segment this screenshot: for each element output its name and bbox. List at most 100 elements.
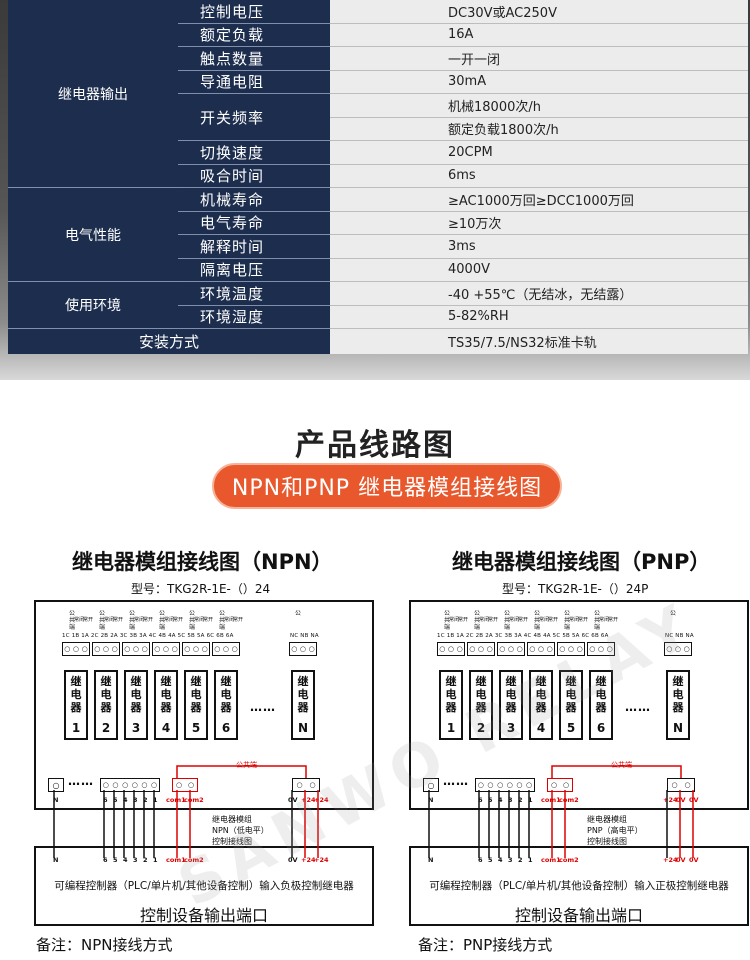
npn-slot-common-label3-0: 端 xyxy=(68,624,75,631)
npn-module-name-line-0: 继电器模组 xyxy=(212,815,252,824)
npn-com-block: ○○ xyxy=(172,778,198,792)
npn-ctl-input-label-0: 6 xyxy=(103,856,108,864)
pnp-ctl-n-label: N xyxy=(428,856,434,864)
npn-power-label-2: +24 xyxy=(314,796,329,804)
spec-param-0: 控制电压 xyxy=(178,0,330,24)
npn-wire-common-loop xyxy=(176,765,307,778)
terminal-screw-icon: ○ xyxy=(550,781,558,789)
pnp-input-label-3: 3 xyxy=(508,796,513,804)
pnp-relay-num-5: 6 xyxy=(596,721,606,735)
terminal-screw-icon: ○ xyxy=(499,645,506,653)
npn-controller-title: 控制设备输出端口 xyxy=(139,906,268,925)
pnp-ctl-power-label-0: +24 xyxy=(663,856,678,864)
pnp-relay-text-5: 继 电 器 xyxy=(595,675,607,714)
npn-input-label-5: 1 xyxy=(153,796,158,804)
npn-n-common-label: 公 xyxy=(294,610,301,617)
pnp-relay-text-3: 继 电 器 xyxy=(535,675,547,714)
terminal-screw-icon: ○ xyxy=(683,645,690,653)
npn-relay-text-0: 继 电 器 xyxy=(70,675,82,714)
npn-ctl-n-label: N xyxy=(53,856,59,864)
pnp-slot-common-label2-2: 共 xyxy=(503,617,510,624)
npn-input-label-1: 5 xyxy=(113,796,118,804)
pnp-slot-nc-label-5: 常闭 xyxy=(599,617,610,623)
pnp-terminal-block-4: ○○○ xyxy=(557,642,585,656)
spec-section: 控制电压额定负载触点数量导通电阻开关频率切换速度吸合时间机械寿命电气寿命解释时间… xyxy=(0,0,750,380)
spec-value-6: 20CPM xyxy=(330,141,748,165)
npn-power-block: ○○ xyxy=(292,778,320,792)
terminal-screw-icon: ○ xyxy=(597,645,605,653)
npn-input-label-0: 6 xyxy=(103,796,108,804)
spec-param-13: 环境湿度 xyxy=(178,305,330,329)
pnp-wires xyxy=(428,765,694,858)
terminal-screw-icon: ○ xyxy=(516,781,523,789)
terminal-screw-icon: ○ xyxy=(184,645,191,653)
terminal-screw-icon: ○ xyxy=(516,645,523,653)
npn-ctl-power-label-0: 0V xyxy=(288,856,298,864)
terminal-screw-icon: ○ xyxy=(684,781,691,789)
npn-slot-common-label3-4: 端 xyxy=(188,624,195,631)
npn-slot-common-label-4: 公 xyxy=(188,610,195,617)
terminal-screw-icon: ○ xyxy=(559,645,566,653)
terminal-screw-icon: ○ xyxy=(507,645,515,653)
terminal-screw-icon: ○ xyxy=(175,781,183,789)
terminal-screw-icon: ○ xyxy=(674,645,682,653)
npn-com1-label: com1 xyxy=(166,796,186,804)
npn-wires xyxy=(53,765,319,858)
spec-category-2: 使用环境 xyxy=(8,282,178,329)
npn-slot-common-label2-4: 共 xyxy=(188,617,195,624)
npn-relay-num-1: 2 xyxy=(101,721,111,735)
terminal-screw-icon: ○ xyxy=(456,645,463,653)
terminal-screw-icon: ○ xyxy=(154,645,161,653)
npn-terminal-block-4: ○○○ xyxy=(182,642,210,656)
npn-ctl-power-label-2: +24 xyxy=(314,856,329,864)
terminal-screw-icon: ○ xyxy=(506,781,513,789)
pnp-ctl-input-label-3: 3 xyxy=(508,856,513,864)
terminal-screw-icon: ○ xyxy=(64,645,71,653)
spec-mount-label: 安装方式 xyxy=(8,329,330,354)
pnp-slot-no-label-0: 常开 xyxy=(458,617,469,623)
pnp-model-label: 型号：TKG2R-1E-（）24P xyxy=(502,582,649,596)
npn-slot-common-label-5: 公 xyxy=(218,610,225,617)
npn-com2-label: com2 xyxy=(184,796,204,804)
terminal-screw-icon: ○ xyxy=(102,645,110,653)
npn-module-name-line-2: 控制接线图 xyxy=(212,837,252,846)
pnp-slot-nc-label-4: 常闭 xyxy=(569,617,580,623)
pnp-slot-no-label-3: 常开 xyxy=(548,617,559,623)
npn-relay-text-2: 继 电 器 xyxy=(130,675,142,714)
npn-ctl-input-label-3: 3 xyxy=(133,856,138,864)
npn-ctl-com2-label: com2 xyxy=(184,856,204,864)
pnp-input-label-0: 6 xyxy=(478,796,483,804)
pnp-ctl-com2-label: com2 xyxy=(559,856,579,864)
terminal-screw-icon: ○ xyxy=(102,781,109,789)
pnp-slot-common-label3-1: 端 xyxy=(473,624,480,631)
npn-relay-text-3: 继 电 器 xyxy=(160,675,172,714)
npn-slot-nc-label-2: 常闭 xyxy=(134,617,145,623)
pnp-com-block: ○○ xyxy=(547,778,573,792)
pnp-ctl-power-label-1: 0V xyxy=(676,856,686,864)
npn-slot-common-label-1: 公 xyxy=(98,610,105,617)
terminal-screw-icon: ○ xyxy=(214,645,221,653)
npn-relay-num-5: 6 xyxy=(221,721,231,735)
pnp-relay-num-2: 3 xyxy=(506,721,516,735)
npn-slot-common-label-2: 公 xyxy=(128,610,135,617)
pnp-ctl-input-label-1: 5 xyxy=(488,856,493,864)
pnp-power-label-0: +24 xyxy=(663,796,678,804)
npn-input-block: ○○○○○○ xyxy=(100,778,160,792)
npn-slot-common-label3-5: 端 xyxy=(218,624,225,631)
terminal-screw-icon: ○ xyxy=(81,645,88,653)
npn-terminal-block-n: ○○○ xyxy=(289,642,317,656)
pnp-relay-text-0: 继 电 器 xyxy=(445,675,457,714)
npn-slot-nc-label-1: 常闭 xyxy=(104,617,115,623)
spec-param-8: 机械寿命 xyxy=(178,188,330,212)
terminal-screw-icon: ○ xyxy=(141,645,148,653)
pnp-power-label-2: 0V xyxy=(689,796,699,804)
npn-slot-common-label2-3: 共 xyxy=(158,617,165,624)
pnp-slot-common-label3-4: 端 xyxy=(563,624,570,631)
pnp-terminal-names: 1C 1B 1A 2C 2B 2A 3C 3B 3A 4C 4B 4A 5C 5… xyxy=(437,633,609,639)
